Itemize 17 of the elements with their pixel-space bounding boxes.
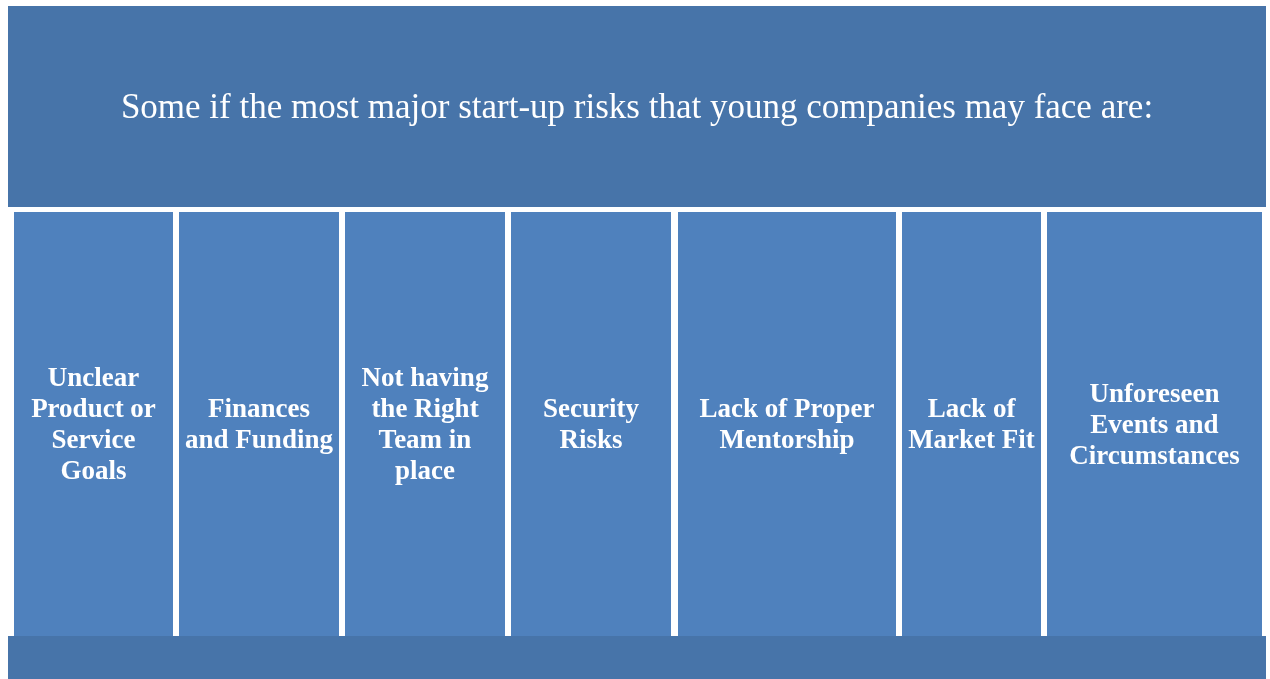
- risk-column: [14, 212, 173, 636]
- risk-column: [1047, 212, 1262, 636]
- risk-column: [511, 212, 671, 636]
- risk-label: Lack of Proper Mentorship: [698, 393, 876, 455]
- risk-label: Security Risks: [542, 393, 640, 455]
- risk-label: Unclear Product or Service Goals: [30, 362, 157, 486]
- risk-column: [179, 212, 339, 636]
- risk-column: [902, 212, 1041, 636]
- risk-label: Unforeseen Events and Circumstances: [1068, 377, 1241, 471]
- risk-label: Finances and Funding: [184, 393, 334, 455]
- header-band: [8, 6, 1266, 207]
- footer-bar: [8, 636, 1266, 679]
- risk-label: Lack of Market Fit: [907, 393, 1036, 455]
- risk-column: [678, 212, 896, 636]
- risk-label: Not having the Right Team in place: [360, 362, 490, 486]
- risk-column: [345, 212, 505, 636]
- header-text: Some if the most major start-up risks that young companies may face are:: [120, 86, 1154, 127]
